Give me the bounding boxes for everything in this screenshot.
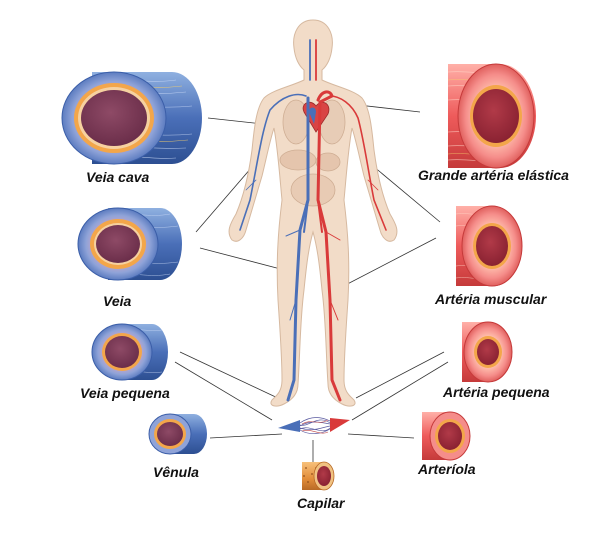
label-veia-cava: Veia cava xyxy=(86,169,150,185)
label-grande-arteria: Grande artéria elástica xyxy=(418,167,569,183)
vessel-arteria-muscular-icon xyxy=(455,205,523,287)
body-veins xyxy=(239,39,311,402)
label-arteria-pequena: Artéria pequena xyxy=(443,384,550,400)
vessel-arteria-pequena-icon xyxy=(462,321,513,383)
label-arteriola: Arteríola xyxy=(418,461,476,477)
vessel-grande-arteria-icon xyxy=(447,63,536,169)
label-veia: Veia xyxy=(103,293,132,309)
intestines xyxy=(290,173,336,207)
vessel-venula-icon xyxy=(148,413,207,455)
label-venula: Vênula xyxy=(153,464,199,480)
vessel-arteriola-icon xyxy=(422,411,471,461)
vessel-veia-pequena-icon xyxy=(91,323,168,381)
liver xyxy=(279,149,317,171)
vessel-veia-cava-icon xyxy=(61,71,202,165)
body-silhouette xyxy=(228,19,398,407)
label-capilar: Capilar xyxy=(297,495,345,511)
vessel-capilar-icon xyxy=(302,461,335,491)
stomach xyxy=(315,152,341,172)
label-arteria-muscular: Artéria muscular xyxy=(435,291,547,307)
body-arteries xyxy=(315,39,387,402)
human-body-figure xyxy=(228,19,398,407)
connector-lines xyxy=(174,101,449,462)
vessel-veia-icon xyxy=(77,207,182,281)
label-veia-pequena: Veia pequena xyxy=(80,385,170,401)
capillary-network xyxy=(278,417,350,434)
